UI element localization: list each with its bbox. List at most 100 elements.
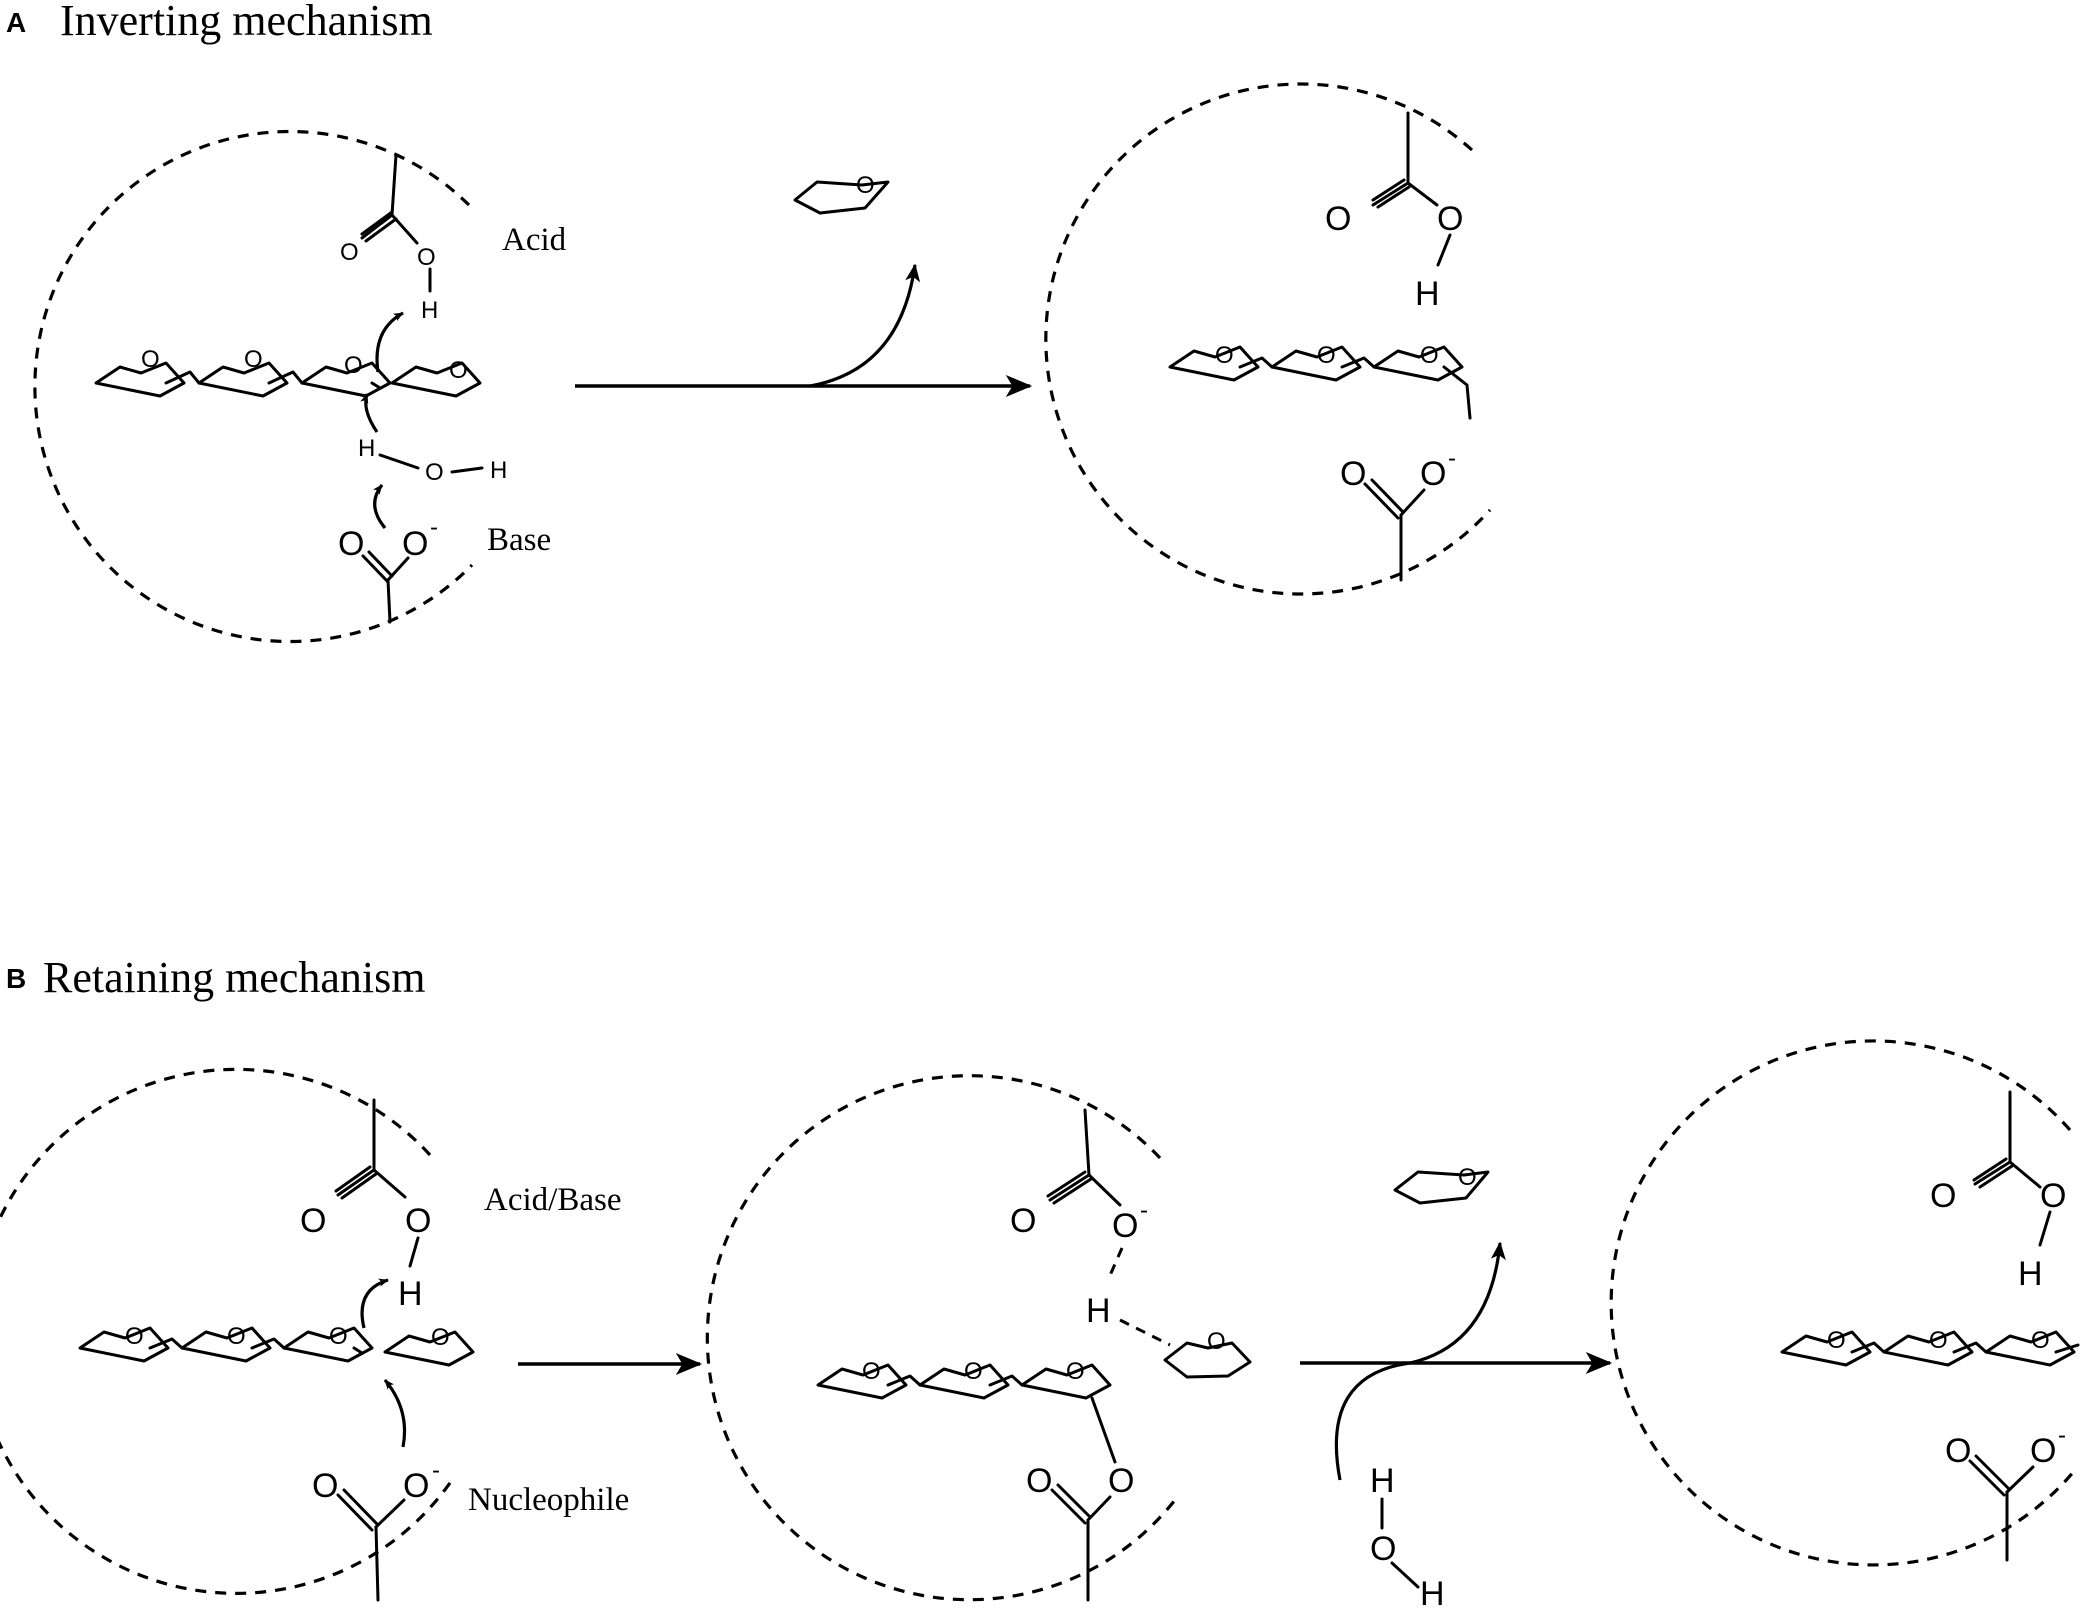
- svg-text:O: O: [449, 357, 468, 384]
- svg-text:O: O: [431, 1324, 450, 1351]
- base-label: Base: [487, 522, 551, 558]
- base-carbonyl-oxygen: O: [338, 525, 364, 563]
- acid-residue-a: O O H: [340, 153, 438, 324]
- leaving-group-arrow-a: [809, 263, 921, 388]
- svg-text:O: O: [1010, 1202, 1036, 1240]
- svg-text:O: O: [2031, 1327, 2050, 1354]
- svg-text:H: H: [1420, 1575, 1445, 1610]
- svg-text:O: O: [1317, 342, 1336, 369]
- acid-carbonyl-oxygen: O: [340, 239, 359, 266]
- acid-residue-a-product: O O H: [1325, 111, 1463, 313]
- svg-text:O: O: [1066, 1358, 1085, 1385]
- acid-hydroxyl-oxygen: O: [417, 244, 436, 271]
- svg-text:H: H: [1370, 1462, 1395, 1500]
- acid-base-residue-b-intermediate: O O - H: [1010, 1108, 1148, 1330]
- svg-text:O: O: [1108, 1462, 1134, 1500]
- leaving-sugar-b: O: [1163, 1328, 1252, 1379]
- svg-text:O: O: [1827, 1327, 1846, 1354]
- water-molecule-b: H O H: [1370, 1462, 1445, 1610]
- electron-arrow-water-to-anomeric-carbon: [360, 393, 379, 433]
- water-molecule-a: H O H: [358, 435, 507, 486]
- water-hydrogen-2: H: [490, 457, 507, 484]
- svg-text:O: O: [1215, 342, 1234, 369]
- svg-text:-: -: [2058, 1422, 2066, 1449]
- svg-text:O: O: [856, 172, 875, 199]
- product-chain-a: O O O: [1168, 342, 1472, 420]
- svg-text:-: -: [432, 1457, 440, 1484]
- nucleophile-residue-b: O O -: [312, 1457, 440, 1602]
- hydrogen-bond-dash: [1119, 1318, 1171, 1347]
- svg-text:O: O: [862, 1358, 881, 1385]
- acid-proton: H: [421, 297, 438, 324]
- active-site-boundary-b3: [1609, 1039, 2077, 1567]
- released-sugar-a: O: [793, 172, 890, 215]
- panel-b: B Retaining mechanism O O H Acid/Base O …: [0, 953, 2080, 1610]
- acid-base-label: Acid/Base: [484, 1182, 621, 1218]
- panel-b-title: Retaining mechanism: [43, 953, 425, 1002]
- water-attack-arrow: [1334, 1361, 1411, 1481]
- base-carboxylate-oxygen: O: [402, 525, 428, 563]
- electron-arrow-nucleophile-attack: [383, 1378, 407, 1448]
- svg-text:-: -: [1140, 1197, 1148, 1224]
- panel-a-letter: A: [6, 7, 26, 38]
- electron-arrow-bond-to-acid-proton: [360, 1278, 389, 1329]
- svg-text:O: O: [312, 1467, 338, 1505]
- svg-text:O: O: [1207, 1328, 1226, 1355]
- svg-text:O: O: [1437, 200, 1463, 238]
- svg-text:H: H: [2018, 1255, 2043, 1293]
- svg-text:-: -: [1448, 445, 1456, 472]
- active-site-boundary-a2: [1044, 82, 1492, 596]
- svg-text:O: O: [405, 1202, 431, 1240]
- svg-text:H: H: [1086, 1292, 1111, 1330]
- svg-text:O: O: [1458, 1164, 1477, 1191]
- base-charge: -: [430, 514, 438, 541]
- nucleophile-residue-b-product: O O -: [1945, 1422, 2066, 1562]
- base-residue-a: O O -: [338, 514, 438, 624]
- svg-text:O: O: [300, 1202, 326, 1240]
- svg-text:O: O: [125, 1323, 144, 1350]
- svg-text:O: O: [2040, 1177, 2066, 1215]
- panel-a-title: Inverting mechanism: [60, 0, 433, 45]
- svg-text:O: O: [141, 346, 160, 373]
- svg-text:O: O: [2030, 1432, 2056, 1470]
- leaving-group-arrow-b: [1409, 1241, 1506, 1365]
- acid-label: Acid: [502, 222, 567, 258]
- svg-text:H: H: [1415, 275, 1440, 313]
- svg-text:O: O: [1112, 1207, 1138, 1245]
- released-sugar-b: O: [1393, 1164, 1490, 1205]
- svg-text:O: O: [964, 1358, 983, 1385]
- nucleophile-label: Nucleophile: [468, 1482, 629, 1518]
- acid-base-residue-b-product: O O H: [1930, 1090, 2066, 1293]
- covalent-nucleophile-b: O O: [1026, 1462, 1134, 1602]
- svg-text:O: O: [227, 1323, 246, 1350]
- svg-text:O: O: [244, 346, 263, 373]
- active-site-boundary-b1: [0, 1067, 454, 1595]
- svg-text:O: O: [1945, 1432, 1971, 1470]
- electron-arrow-bond-to-proton: [375, 311, 404, 373]
- substrate-chain-b: O O O O: [78, 1323, 475, 1367]
- svg-text:O: O: [329, 1323, 348, 1350]
- intermediate-chain-b: O O O: [816, 1358, 1117, 1464]
- svg-text:O: O: [1420, 342, 1439, 369]
- panel-b-letter: B: [6, 963, 26, 994]
- svg-text:O: O: [1325, 200, 1351, 238]
- svg-text:O: O: [1026, 1462, 1052, 1500]
- base-residue-a-product: O O -: [1340, 445, 1456, 582]
- active-site-boundary-a1: [33, 129, 474, 644]
- water-oxygen: O: [425, 459, 444, 486]
- svg-text:O: O: [403, 1467, 429, 1505]
- substrate-chain-a: O O O O: [94, 346, 482, 398]
- svg-text:O: O: [1930, 1177, 1956, 1215]
- product-chain-b: O O O: [1780, 1327, 2080, 1367]
- active-site-boundary-b2: [705, 1074, 1177, 1602]
- electron-arrow-base-to-water: [373, 484, 387, 530]
- svg-text:O: O: [1420, 455, 1446, 493]
- svg-text:O: O: [1340, 455, 1366, 493]
- svg-text:H: H: [398, 1275, 423, 1313]
- svg-text:O: O: [1929, 1327, 1948, 1354]
- acid-base-residue-b: O O H: [300, 1098, 431, 1313]
- panel-a: A Inverting mechanism O O H Acid O O O: [6, 0, 1492, 644]
- water-hydrogen-1: H: [358, 435, 375, 462]
- glycosidic-oxygen-a: O: [344, 352, 363, 379]
